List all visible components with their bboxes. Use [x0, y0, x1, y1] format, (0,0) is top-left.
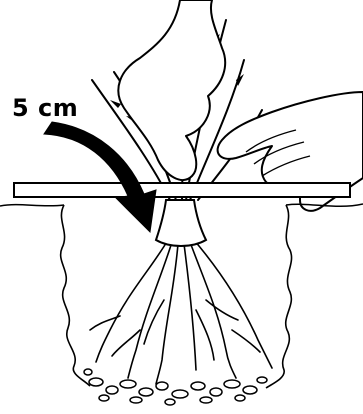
root-crown: [156, 200, 206, 246]
depth-label: 5 cm: [12, 96, 78, 120]
measuring-board: [14, 183, 350, 197]
root-system: [90, 240, 272, 384]
gravel-layer: [84, 369, 267, 405]
